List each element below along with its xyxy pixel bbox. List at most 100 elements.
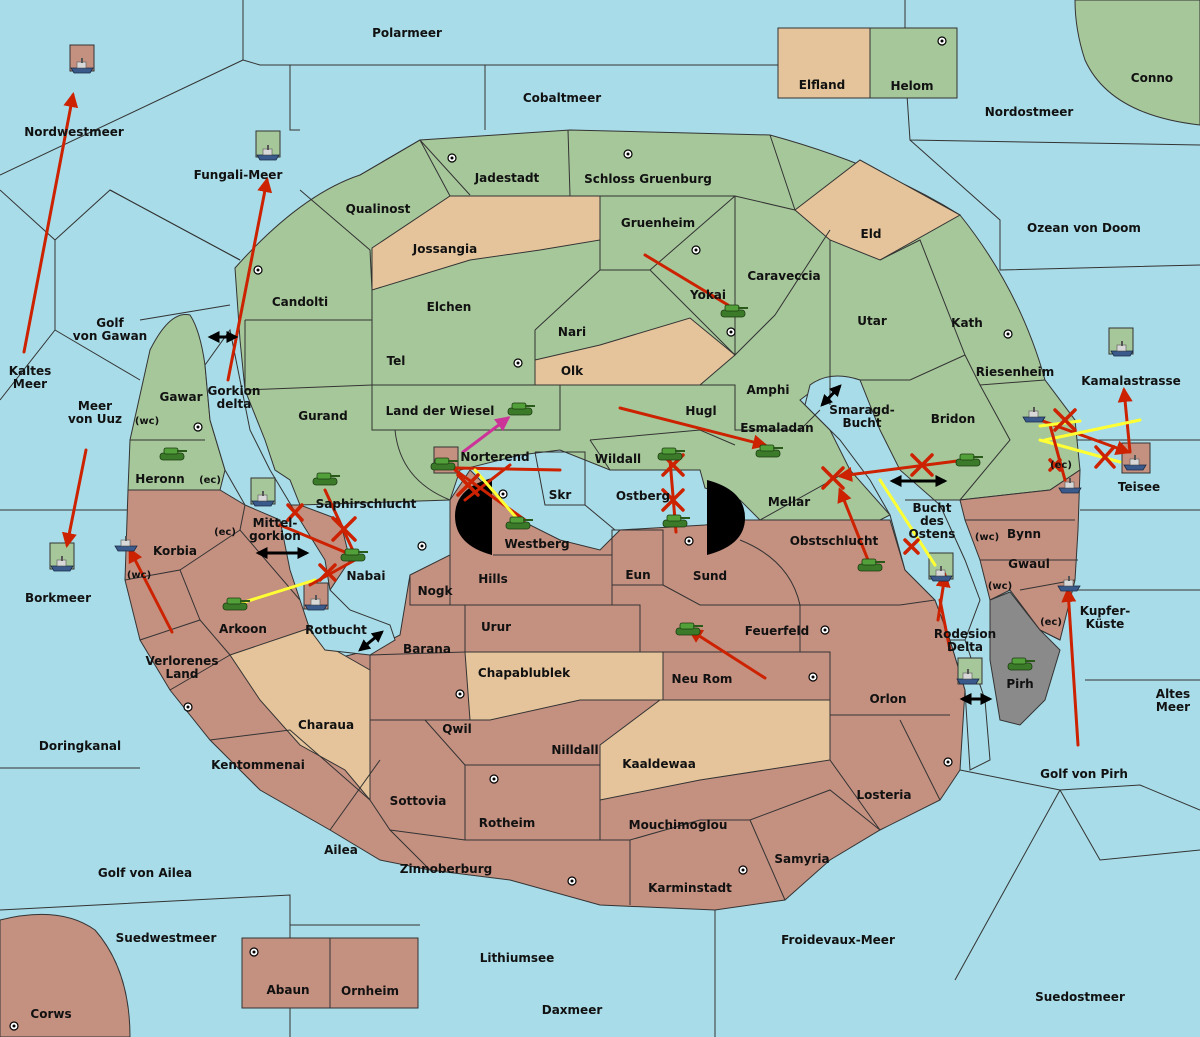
label-yokai: Yokai [689,288,726,302]
label-ailea: Ailea [324,843,358,857]
label-nabai: Nabai [347,569,386,583]
coast-tags: (wc) (ec) (ec) (wc) (ec) (wc) (wc) (ec) [127,416,1072,628]
sea-label-rotbucht: Rotbucht [305,623,367,637]
province-eld[interactable] [794,159,962,261]
label-abaun: Abaun [266,983,309,997]
label-nilldall: Nilldall [551,743,598,757]
sea-label-daxmeer: Daxmeer [542,1003,603,1017]
label-rotheim: Rotheim [479,816,536,830]
sea-mittelgorkion-rotbucht[interactable] [204,328,396,656]
impassable-west [455,478,492,555]
sea-labels: Polarmeer Cobaltmeer Nordostmeer Nordwes… [9,26,1190,1017]
sea-label-doringkanal: Doringkanal [39,739,121,753]
label-samyria: Samyria [774,852,829,866]
coast-tag-gwaul-wc: (wc) [988,581,1012,592]
coast-tag-heronn-ec: (ec) [199,475,221,486]
label-nari: Nari [558,325,586,339]
convoy-links [207,331,993,705]
label-gwaul: Gwaul [1008,557,1050,571]
label-qualinost: Qualinost [346,202,411,216]
coast-tag-korbia-ec: (ec) [214,527,236,538]
label-mellar: Mellar [768,495,810,509]
label-chapablublek: Chapablublek [478,666,571,680]
sea-label-polarmeer: Polarmeer [372,26,442,40]
coast-tag-gawar-wc: (wc) [135,416,159,427]
label-wildall: Wildall [595,452,641,466]
label-feuerfeld: Feuerfeld [745,624,810,638]
supply-center-dots [12,39,1010,1028]
sea-label-kamalastrasse: Kamalastrasse [1081,374,1181,388]
sea-label-nordwestmeer: Nordwestmeer [24,125,124,139]
sea-label-mittelgorkion: Mittel-gorkion [249,516,301,543]
label-corws: Corws [30,1007,71,1021]
label-gruenheim: Gruenheim [621,216,695,230]
coast-tag-korbia-wc: (wc) [127,570,151,581]
sea-label-cobaltmeer: Cobaltmeer [523,91,601,105]
label-utar: Utar [857,314,887,328]
sea-label-golf-von-pirh: Golf von Pirh [1040,767,1128,781]
label-hugl: Hugl [685,404,716,418]
label-tel: Tel [387,354,406,368]
label-bynn: Bynn [1007,527,1041,541]
label-elfland: Elfland [799,78,845,92]
label-olk: Olk [561,364,584,378]
label-riesenheim: Riesenheim [976,365,1055,379]
label-gurand: Gurand [298,409,348,423]
label-hills: Hills [478,572,508,586]
label-arkoon: Arkoon [219,622,267,636]
province-labels: Elfland Helom Conno Jadestadt Schloss Gr… [30,71,1173,1021]
sea-label-golf-von-ailea: Golf von Ailea [98,866,192,880]
label-neu-rom: Neu Rom [672,672,733,686]
label-kentommenai: Kentommenai [211,758,305,772]
label-orlon: Orlon [869,692,906,706]
label-amphi: Amphi [746,383,789,397]
label-land-der-wiesel: Land der Wiesel [386,404,495,418]
label-zinnoberburg: Zinnoberburg [400,862,492,876]
label-bridon: Bridon [931,412,976,426]
label-jadestadt: Jadestadt [474,171,540,185]
label-saphirschlucht: Saphirschlucht [316,497,417,511]
label-mouchimoglou: Mouchimoglou [629,818,728,832]
label-qwil: Qwil [442,722,472,736]
label-heronn: Heronn [135,472,184,486]
label-schloss-gruenburg: Schloss Gruenburg [584,172,712,186]
label-jossangia: Jossangia [412,242,477,256]
label-sottovia: Sottovia [390,794,447,808]
label-candolti: Candolti [272,295,328,309]
province-conno[interactable] [1074,0,1200,126]
label-urur: Urur [481,620,511,634]
label-pirh: Pirh [1006,677,1033,691]
label-kath: Kath [951,316,983,330]
label-helom: Helom [890,79,933,93]
label-norterend: Norterend [460,450,529,464]
sea-label-suedwestmeer: Suedwestmeer [116,931,217,945]
label-eun: Eun [625,568,650,582]
sea-label-froidevaux-meer: Froidevaux-Meer [781,933,895,947]
sea-label-borkmeer: Borkmeer [25,591,91,605]
sea-label-suedostmeer: Suedostmeer [1035,990,1125,1004]
label-gawar: Gawar [159,390,202,404]
coast-tag-riesenheim-ec: (ec) [1050,460,1072,471]
province-corws[interactable] [0,913,131,1037]
label-korbia: Korbia [153,544,197,558]
sea-label-ozean-von-doom: Ozean von Doom [1027,221,1141,235]
sea-label-golf-von-gawan-text: Golf [96,316,124,330]
province-ornheim[interactable] [329,937,419,1009]
label-westberg: Westberg [504,537,569,551]
label-sund: Sund [693,569,727,583]
impassable-east [707,480,745,555]
label-skr: Skr [549,488,572,502]
label-conno: Conno [1131,71,1173,85]
label-kaaldewaa: Kaaldewaa [622,757,696,771]
label-eld: Eld [861,227,882,241]
province-jossangia[interactable] [371,195,601,291]
label-charaua: Charaua [298,718,354,732]
label-karminstadt: Karminstadt [648,881,732,895]
